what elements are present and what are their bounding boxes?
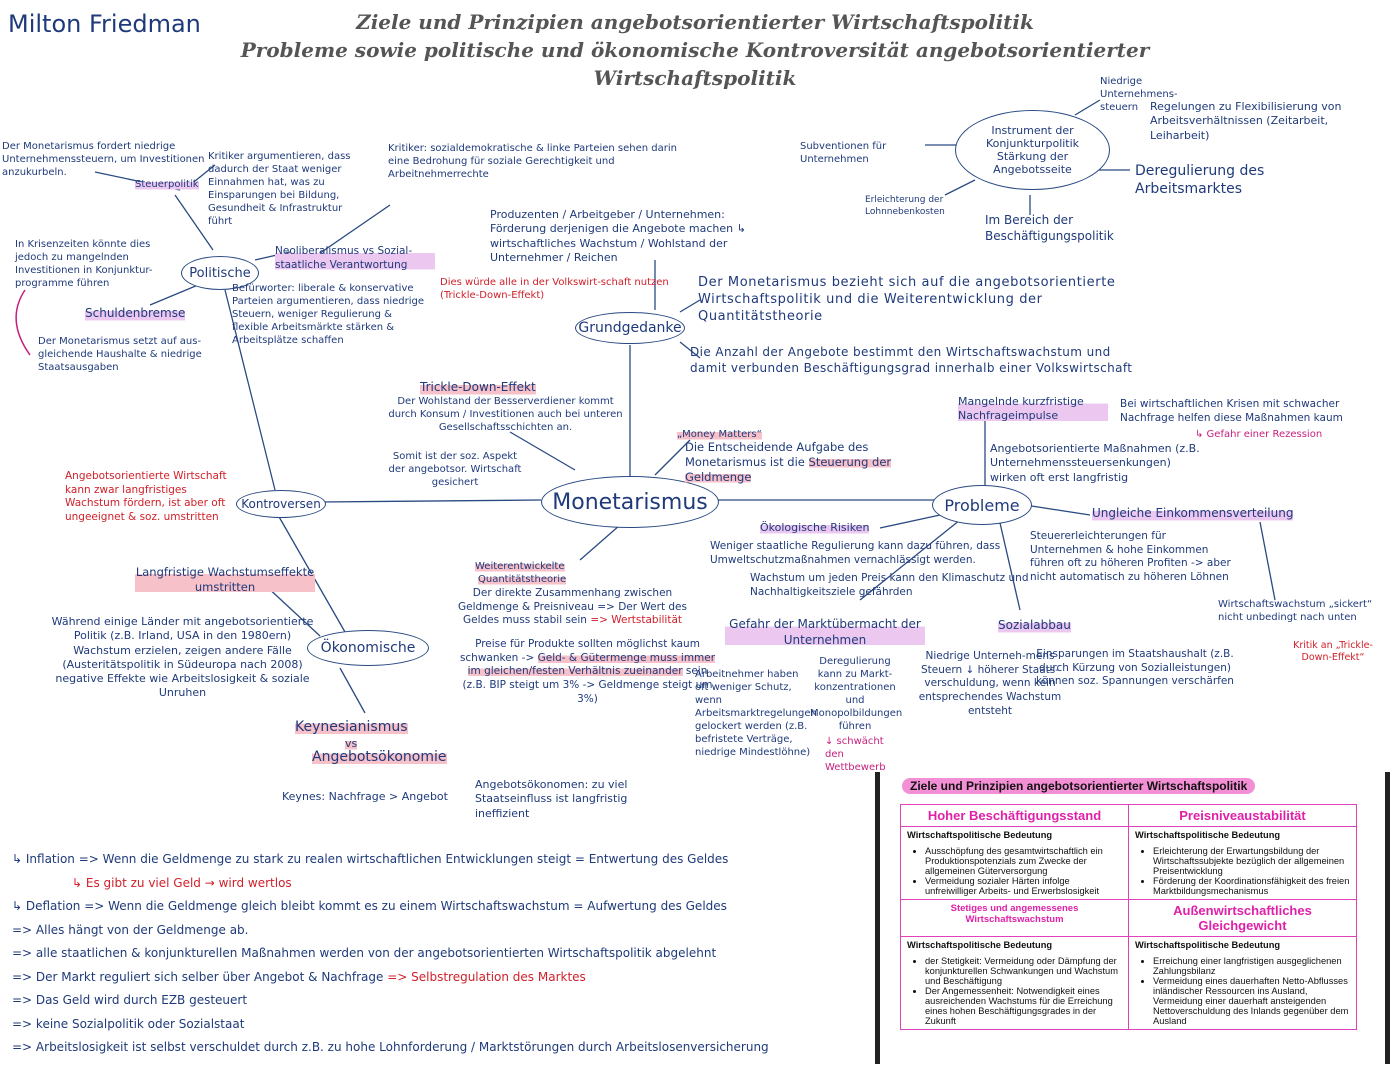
note-wertlos: ↳ Es gibt zu viel Geld → wird wertlos: [72, 875, 292, 890]
text-laender: Während einige Länder mit angebotsorient…: [51, 615, 314, 700]
label-sozialabbau: Sozialabbau: [998, 618, 1071, 634]
label-qt-1: Weiterentwickelte: [475, 560, 565, 573]
heading-aussenwirtschaft: Außenwirtschaftliches Gleichgewicht: [1129, 900, 1356, 937]
title-line-2: Probleme sowie politische und ökonomisch…: [240, 38, 1150, 62]
note-markt: => Der Markt reguliert sich selber über …: [12, 969, 586, 984]
text-deregulierung-markt: Deregulierung kann zu Markt-konzentratio…: [810, 656, 903, 732]
note-massnahmen: => alle staatlichen & konjunkturellen Ma…: [12, 946, 717, 960]
note-geldmenge: => Alles hängt von der Geldmenge ab.: [12, 922, 249, 937]
table-row: Wirtschaftspolitische Bedeutung der Stet…: [901, 937, 1356, 1029]
text-keynes-left: Keynes: Nachfrage > Angebot: [282, 790, 448, 803]
label-trickle-down: Trickle-Down-Effekt: [420, 380, 536, 396]
branch-beschaeftigung: Im Bereich der Beschäftigungspolitik: [985, 213, 1114, 243]
text-bezieht: Der Monetarismus bezieht sich auf die an…: [698, 275, 1116, 324]
text-ausgleich: Der Monetarismus setzt auf aus-gleichend…: [38, 336, 202, 373]
note-deflation: ↳ Deflation => Wenn die Geldmenge gleich…: [12, 899, 727, 913]
notes-list: ↳ Inflation => Wenn die Geldmenge zu sta…: [12, 848, 862, 1060]
text-rezession: ↳ Gefahr einer Rezession: [1195, 429, 1323, 440]
text-krisenzeiten: In Krisenzeiten könnte dies jedoch zu ma…: [15, 239, 153, 289]
text-wettbewerb: ↓ schwächt den Wettbewerb: [825, 736, 886, 773]
title-line-3: Wirtschaftspolitik: [593, 66, 797, 90]
text-oeko: Weniger staatliche Regulierung kann dazu…: [710, 540, 1001, 566]
label-money-matters: „Money Matters“: [677, 428, 762, 441]
text-produzenten: Produzenten / Arbeitgeber / Unternehmen:…: [490, 208, 746, 264]
table-header-row: Hoher Beschäftigungsstand Preisniveausta…: [901, 805, 1356, 827]
text-steuer-intro: Der Monetarismus fordert niedrige Untern…: [2, 141, 205, 178]
node-politische[interactable]: Politische: [181, 256, 259, 290]
text-kritiker-steuer: Kritiker argumentieren, dass dadurch der…: [208, 151, 351, 227]
text-money: Die Entscheidende Aufgabe des Monetarism…: [685, 440, 892, 484]
label-vs: vs: [345, 737, 358, 752]
node-probleme[interactable]: Probleme: [932, 485, 1032, 525]
node-instrument[interactable]: Instrument der Konjunkturpolitik Stärkun…: [955, 110, 1110, 190]
text-steuererleichterungen: Steuererleichterungen für Unternehmen & …: [1030, 530, 1231, 583]
note-ezb: => Das Geld wird durch EZB gesteuert: [12, 993, 248, 1007]
title-line-1: Ziele und Prinzipien angebotsorientierte…: [356, 10, 1034, 34]
heading-beschaeftigung: Hoher Beschäftigungsstand: [901, 805, 1129, 827]
label-oekologisch: Ökologische Risiken: [760, 521, 870, 536]
node-oekonomische[interactable]: Ökonomische: [307, 630, 429, 666]
node-kontroversen[interactable]: Kontroversen: [236, 490, 326, 518]
text-angebot-red: Angebotsorientierte Wirtschaft kann zwar…: [65, 470, 227, 523]
text-keynes-right: Angebotsökonomen: zu viel Staatseinfluss…: [475, 778, 628, 820]
label-schuldenbremse: Schuldenbremse: [85, 306, 186, 322]
branch-erleichterung: Erleichterung der Lohnnebenkosten: [865, 195, 945, 217]
branch-niedrige-steuern: Niedrige Unternehmens-steuern: [1100, 76, 1178, 113]
note-arbeitslosigkeit: => Arbeitslosigkeit ist selbst verschuld…: [12, 1040, 769, 1054]
text-arbeitnehmer: Arbeitnehmer haben oft weniger Schutz, w…: [695, 669, 817, 758]
page-title: Ziele und Prinzipien angebotsorientierte…: [230, 8, 1160, 92]
text-trickle: Der Wohlstand der Besserverdiener kommt …: [388, 396, 623, 433]
text-kritiker-sozial: Kritiker: sozialdemokratische & linke Pa…: [388, 143, 677, 180]
text-qt-a: Der direkte Zusammenhang zwischen Geldme…: [458, 587, 687, 627]
text-einsparungen: Einsparungen im Staatshaushalt (z.B. dur…: [1036, 648, 1234, 688]
text-kritik-trickle: Kritik an „Trickle-Down-Effekt“: [1293, 640, 1373, 664]
table-title: Ziele und Prinzipien angebotsorientierte…: [902, 778, 1256, 794]
text-qt-b: Preise für Produkte sollten möglichst ka…: [459, 638, 716, 705]
text-wachstum-sickert: Wirtschaftswachstum „sickert“ nicht unbe…: [1218, 599, 1373, 623]
heading-wachstum: Stetiges und angemessenes Wirtschaftswac…: [901, 900, 1129, 937]
label-qt-2: Quantitätstheorie: [478, 573, 567, 586]
note-inflation: ↳ Inflation => Wenn die Geldmenge zu sta…: [12, 852, 729, 866]
table-row: Wirtschaftspolitische Bedeutung Ausschöp…: [901, 827, 1356, 900]
text-anzahl: Die Anzahl der Angebote bestimmt den Wir…: [690, 345, 1133, 375]
author-name: Milton Friedman: [8, 10, 201, 38]
text-trickle-note: Dies würde alle in der Volkswirt-schaft …: [440, 277, 669, 301]
text-trickle-result: Somit ist der soz. Aspekt der angebotsor…: [388, 451, 522, 488]
branch-deregulierung: Deregulierung des Arbeitsmarktes: [1135, 163, 1265, 198]
text-klima: Wachstum um jeden Preis kann den Klimasc…: [750, 572, 1029, 598]
label-angebotsoekonomie: Angebotsökonomie: [312, 748, 447, 767]
goals-table: Hoher Beschäftigungsstand Preisniveausta…: [900, 804, 1357, 1030]
label-mangelnde: Mangelnde kurzfristige Nachfrageimpulse: [958, 395, 1108, 424]
label-steuerpolitik: Steuerpolitik: [135, 178, 199, 191]
note-sozialpolitik: => keine Sozialpolitik oder Sozialstaat: [12, 1016, 245, 1031]
text-angebotsmassnahmen: Angebotsorientierte Maßnahmen (z.B. Unte…: [990, 442, 1200, 484]
goals-table-panel: Ziele und Prinzipien angebotsorientierte…: [875, 772, 1390, 1064]
label-ungleich: Ungleiche Einkommensverteilung: [1092, 506, 1294, 522]
branch-subventionen: Subventionen für Unternehmen: [800, 141, 887, 165]
node-monetarismus[interactable]: Monetarismus: [541, 476, 719, 528]
label-langfristig: Langfristige Wachstumseffekte umstritten: [135, 565, 315, 595]
table-header-row: Stetiges und angemessenes Wirtschaftswac…: [901, 900, 1356, 937]
node-grundgedanke[interactable]: Grundgedanke: [575, 312, 685, 344]
text-niedrige-steuern: Niedrige Unterneh-mens Steuern ↓ höherer…: [918, 650, 1062, 717]
label-marktmacht: Gefahr der Marktübermacht der Unternehme…: [725, 617, 925, 649]
text-krisen: Bei wirtschaftlichen Krisen mit schwache…: [1120, 398, 1343, 424]
text-befuerworter: Befürworter: liberale & konservative Par…: [232, 283, 424, 346]
branch-regelungen: Regelungen zu Flexibilisierung von Arbei…: [1150, 100, 1342, 142]
label-neoliberalismus: Neoliberalismus vs Sozial-staatliche Ver…: [275, 245, 435, 273]
heading-preisniveau: Preisniveaustabilität: [1129, 805, 1356, 827]
label-keynesianismus: Keynesianismus: [295, 718, 408, 737]
